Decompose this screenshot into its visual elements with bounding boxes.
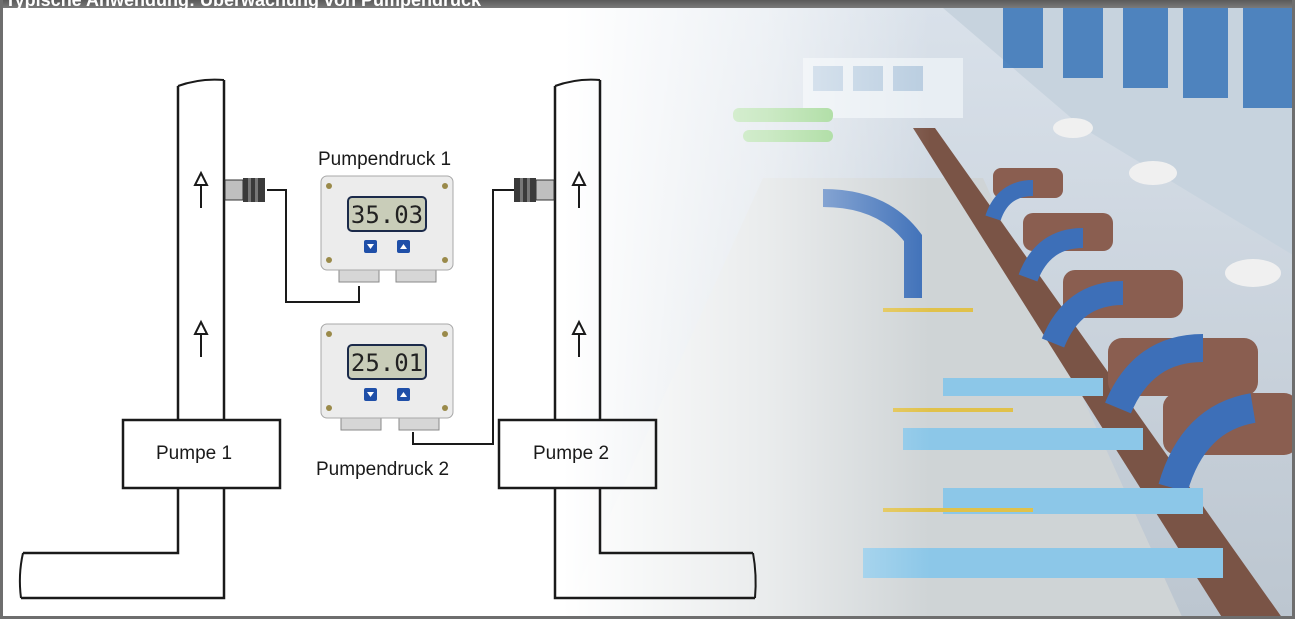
cable-2	[412, 189, 514, 445]
pressure-sensor-1	[224, 178, 265, 202]
cable-1	[267, 189, 360, 303]
pipe-1-bottom	[23, 488, 180, 555]
display-device-1: 35.03	[320, 175, 454, 283]
up-triangle-icon	[400, 244, 407, 249]
label-pressure-1: Pumpendruck 1	[318, 149, 452, 170]
display-2-value: 25.01	[351, 349, 423, 377]
screw-icon	[326, 331, 332, 337]
pump-2-box	[497, 418, 658, 490]
pipe-2-bottom	[598, 488, 753, 555]
figure-title: Typische Anwendung: Überwachung von Pump…	[5, 0, 481, 8]
screw-icon	[442, 405, 448, 411]
screw-icon	[326, 257, 332, 263]
up-triangle-icon	[400, 392, 407, 397]
pressure-sensor-2	[514, 178, 555, 202]
label-pump-1: Pumpe 1	[156, 443, 233, 464]
up-arrow-icon	[193, 170, 209, 208]
screw-icon	[442, 257, 448, 263]
display-1-value: 35.03	[351, 201, 423, 229]
label-pressure-2: Pumpendruck 2	[316, 459, 450, 480]
title-bar: Typische Anwendung: Überwachung von Pump…	[3, 0, 1292, 8]
screw-icon	[326, 405, 332, 411]
down-triangle-icon	[367, 392, 374, 397]
pump-1-box	[121, 418, 282, 490]
down-triangle-icon	[367, 244, 374, 249]
display-device-2: 25.01	[320, 323, 454, 431]
label-pump-2: Pumpe 2	[533, 443, 610, 464]
screw-icon	[442, 331, 448, 337]
pump-hall-photo	[563, 8, 1292, 616]
screw-icon	[326, 183, 332, 189]
screw-icon	[442, 183, 448, 189]
up-arrow-icon	[571, 170, 587, 208]
up-arrow-icon	[571, 319, 587, 357]
pipe-1-bottom-inner	[21, 488, 226, 600]
pipe-2-bottom-inner	[553, 488, 755, 600]
up-arrow-icon	[193, 319, 209, 357]
pump-diagram: 35.03 25.01	[18, 78, 757, 600]
